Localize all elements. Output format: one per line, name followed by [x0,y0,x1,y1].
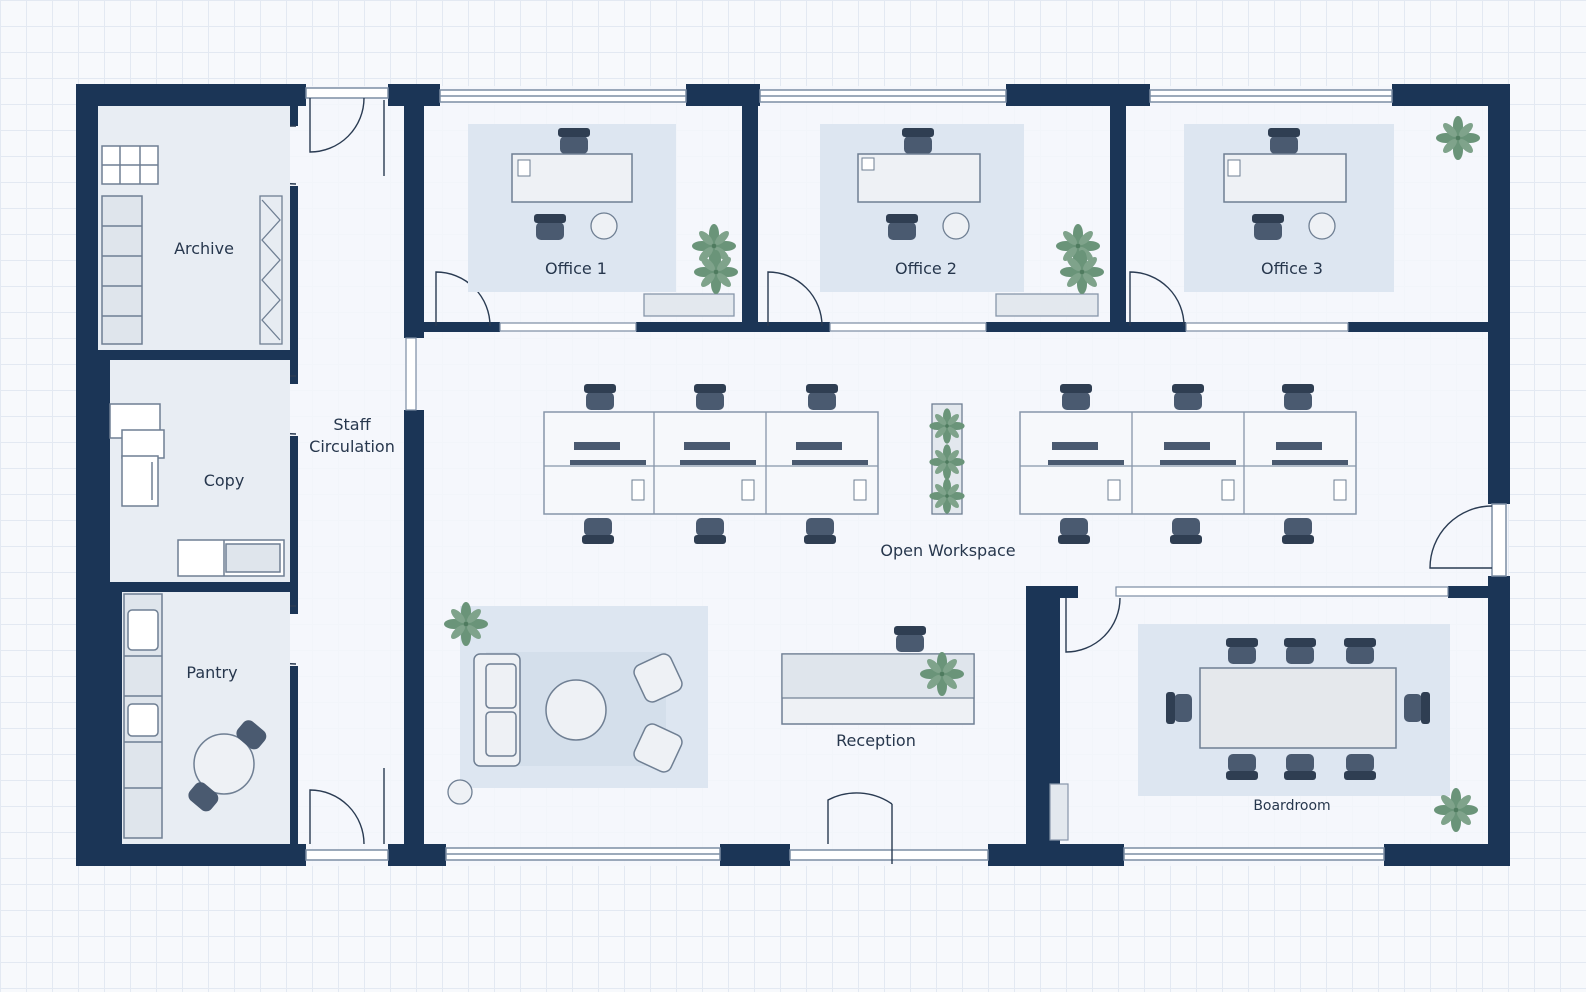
archive-cubby [101,145,159,185]
office-1-label: Office 1 [545,259,607,278]
reception-label: Reception [836,731,916,750]
pantry-label: Pantry [186,663,237,682]
office-1-side-table [590,212,618,240]
office-2-credenza [995,293,1099,317]
office-1-desk [511,153,633,203]
pantry-counter [123,593,163,839]
staff-circulation: Staff Circulation [309,415,395,456]
office-1: Office 1 [468,124,738,317]
window-icon [305,87,1507,861]
open-workspace: Open Workspace [543,384,1357,560]
office-3: Office 3 [1184,116,1480,292]
armchair-icon [633,653,683,773]
pantry-table-icon [188,720,267,812]
archive-rack [259,195,283,345]
staff-circulation-label-line2: Circulation [309,437,395,456]
office-3-side-table [1308,212,1336,240]
workstation-cluster-right [1019,384,1357,544]
staff-circulation-label-line1: Staff [333,415,371,434]
coffee-table [545,679,607,741]
copy-counter [177,539,285,577]
boardroom: Boardroom [1049,624,1478,841]
archive-room: Archive [98,106,290,350]
office-2-label: Office 2 [895,259,957,278]
workstation-cluster-left [543,384,879,544]
lounge-area [444,602,708,805]
lounge-side-table [447,779,473,805]
sofa-icon [473,653,521,767]
copier-icon [109,403,165,507]
boardroom-label: Boardroom [1253,798,1330,814]
office-1-credenza [643,293,735,317]
glass-partitions [405,322,1449,597]
boardroom-table [1199,667,1397,749]
planter-divider [929,403,965,515]
pantry-room: Pantry [122,592,290,844]
office-2-desk [857,153,981,203]
office-2: Office 2 [820,124,1104,317]
boardroom-cabinet [1049,783,1069,841]
office-3-desk [1223,153,1347,203]
copy-label: Copy [204,471,245,490]
archive-shelf [101,195,143,345]
office-3-label: Office 3 [1261,259,1323,278]
open-workspace-label: Open Workspace [880,541,1015,560]
archive-label: Archive [174,239,234,258]
office-2-side-table [942,212,970,240]
reception-area: Reception [781,626,975,750]
outer-walls [76,84,1510,866]
copy-room: Copy [109,360,290,582]
